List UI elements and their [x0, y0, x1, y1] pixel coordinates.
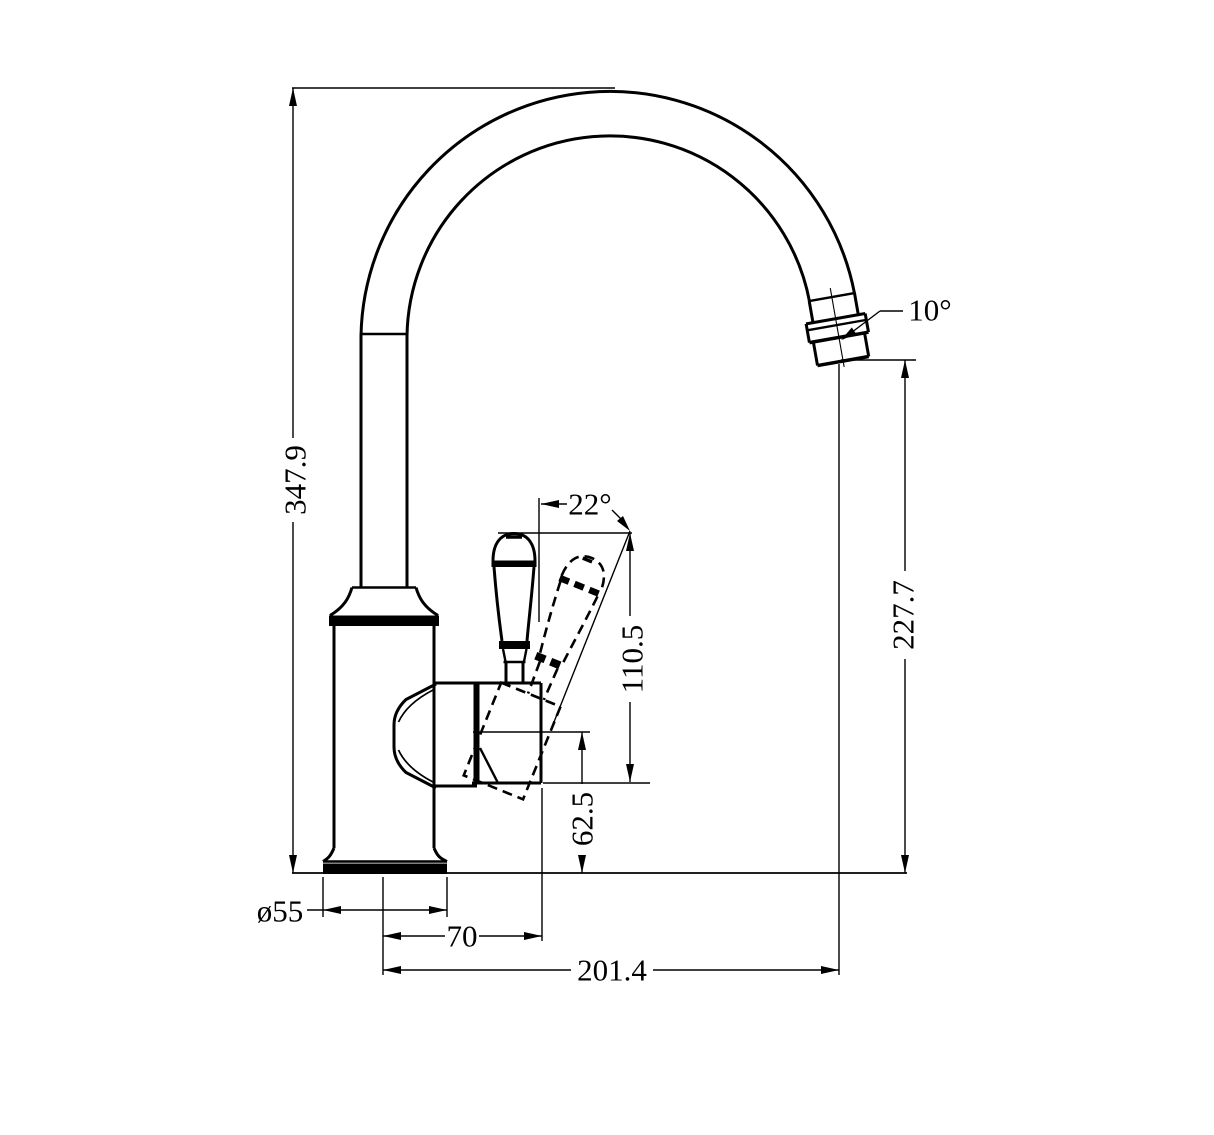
valve-body: [472, 681, 543, 785]
arrow-down: [289, 855, 297, 873]
dim-handle-swing-angle: 22°: [538, 487, 631, 723]
spout-inner-arc: [405, 134, 811, 337]
side-outlet-boss: [392, 682, 437, 790]
faucet-body: [322, 586, 477, 874]
handle-lever: [491, 531, 537, 683]
handle-taper-right: [522, 648, 528, 662]
dashed-stem-left: [526, 661, 542, 694]
spout: [359, 89, 871, 588]
arrow-right: [524, 932, 542, 940]
tip-right-edge: [863, 332, 871, 357]
arrow-up: [626, 533, 634, 551]
leader-arrow: [841, 327, 857, 340]
side-outlet-boss-contour-upper: [397, 689, 434, 723]
dim-handle-top-height-label: 110.5: [615, 625, 650, 694]
arrow-up: [289, 88, 297, 106]
arrow-down: [901, 855, 909, 873]
escutcheon-curve-left: [329, 587, 354, 617]
dim-valve-center-height: 62.5: [473, 731, 600, 873]
handle-body-left: [492, 566, 504, 642]
dim-base-diameter: ø55: [257, 877, 448, 929]
tip-neck-right: [852, 292, 860, 315]
arrow-down: [578, 855, 586, 873]
dim-arc-right: [611, 509, 622, 520]
arrow-up: [901, 360, 909, 378]
dim-overall-height: 347.9: [278, 87, 615, 873]
arrow-left: [541, 500, 559, 508]
dashed-collar: [534, 651, 567, 671]
dim-base-diameter-label: ø55: [257, 894, 304, 929]
aerator-collar-left: [804, 323, 811, 343]
handle-rotated-dashed: [462, 554, 606, 802]
arrow-left: [383, 932, 401, 940]
escutcheon-band: [329, 615, 439, 626]
dashed-knob-cap: [582, 556, 599, 566]
tip-neck-left: [807, 300, 815, 323]
handle-taper-left: [501, 648, 507, 662]
dim-handle-offset-label: 70: [447, 919, 478, 954]
dim-valve-center-height-label: 62.5: [565, 792, 600, 846]
handle-body-right: [525, 566, 536, 642]
spout-outer-arc: [359, 89, 856, 337]
dashed-body-right: [562, 595, 599, 664]
valve-corner-chamfer: [478, 747, 500, 784]
dim-outlet-tilt-angle: 10°: [841, 293, 952, 340]
arrow-right: [617, 516, 630, 531]
dim-outlet-tilt-angle-label: 10°: [908, 293, 951, 328]
arrow-down: [626, 764, 634, 782]
handle-knob-band: [491, 560, 537, 567]
side-outlet-boss-contour-lower: [397, 749, 434, 783]
dim-handle-swing-angle-label: 22°: [568, 487, 611, 522]
dim-outlet-height-label: 227.7: [886, 580, 921, 650]
tip-center-line: [829, 288, 845, 368]
dashed-knob-dome: [560, 554, 606, 592]
base-plate: [323, 863, 447, 874]
arrow-up: [578, 732, 586, 750]
dashed-stem-right: [542, 668, 559, 701]
arrow-right: [429, 906, 447, 914]
arrow-left: [383, 966, 401, 974]
arrow-right: [821, 966, 839, 974]
escutcheon-curve-right: [414, 587, 439, 617]
dim-handle-offset: 70: [383, 788, 543, 954]
dashed-body-left: [538, 581, 562, 654]
base-curve-left: [322, 847, 336, 863]
dim-overall-height-label: 347.9: [278, 445, 313, 515]
handle-collar: [499, 641, 530, 649]
ext-line-swung-axis: [553, 530, 631, 723]
dim-spout-reach: 201.4: [382, 364, 840, 988]
dashed-knob-band: [558, 574, 602, 598]
base-curve-right: [432, 847, 448, 863]
spout-outlet-tip: [804, 288, 871, 368]
dashed-valve-square: [462, 680, 563, 802]
dim-spout-reach-label: 201.4: [577, 953, 647, 988]
arrow-left: [323, 906, 341, 914]
tip-left-edge: [811, 341, 819, 366]
dim-outlet-height: 227.7: [841, 359, 921, 873]
aerator-collar-right: [863, 313, 870, 333]
dim-handle-top-height: 110.5: [498, 532, 650, 784]
